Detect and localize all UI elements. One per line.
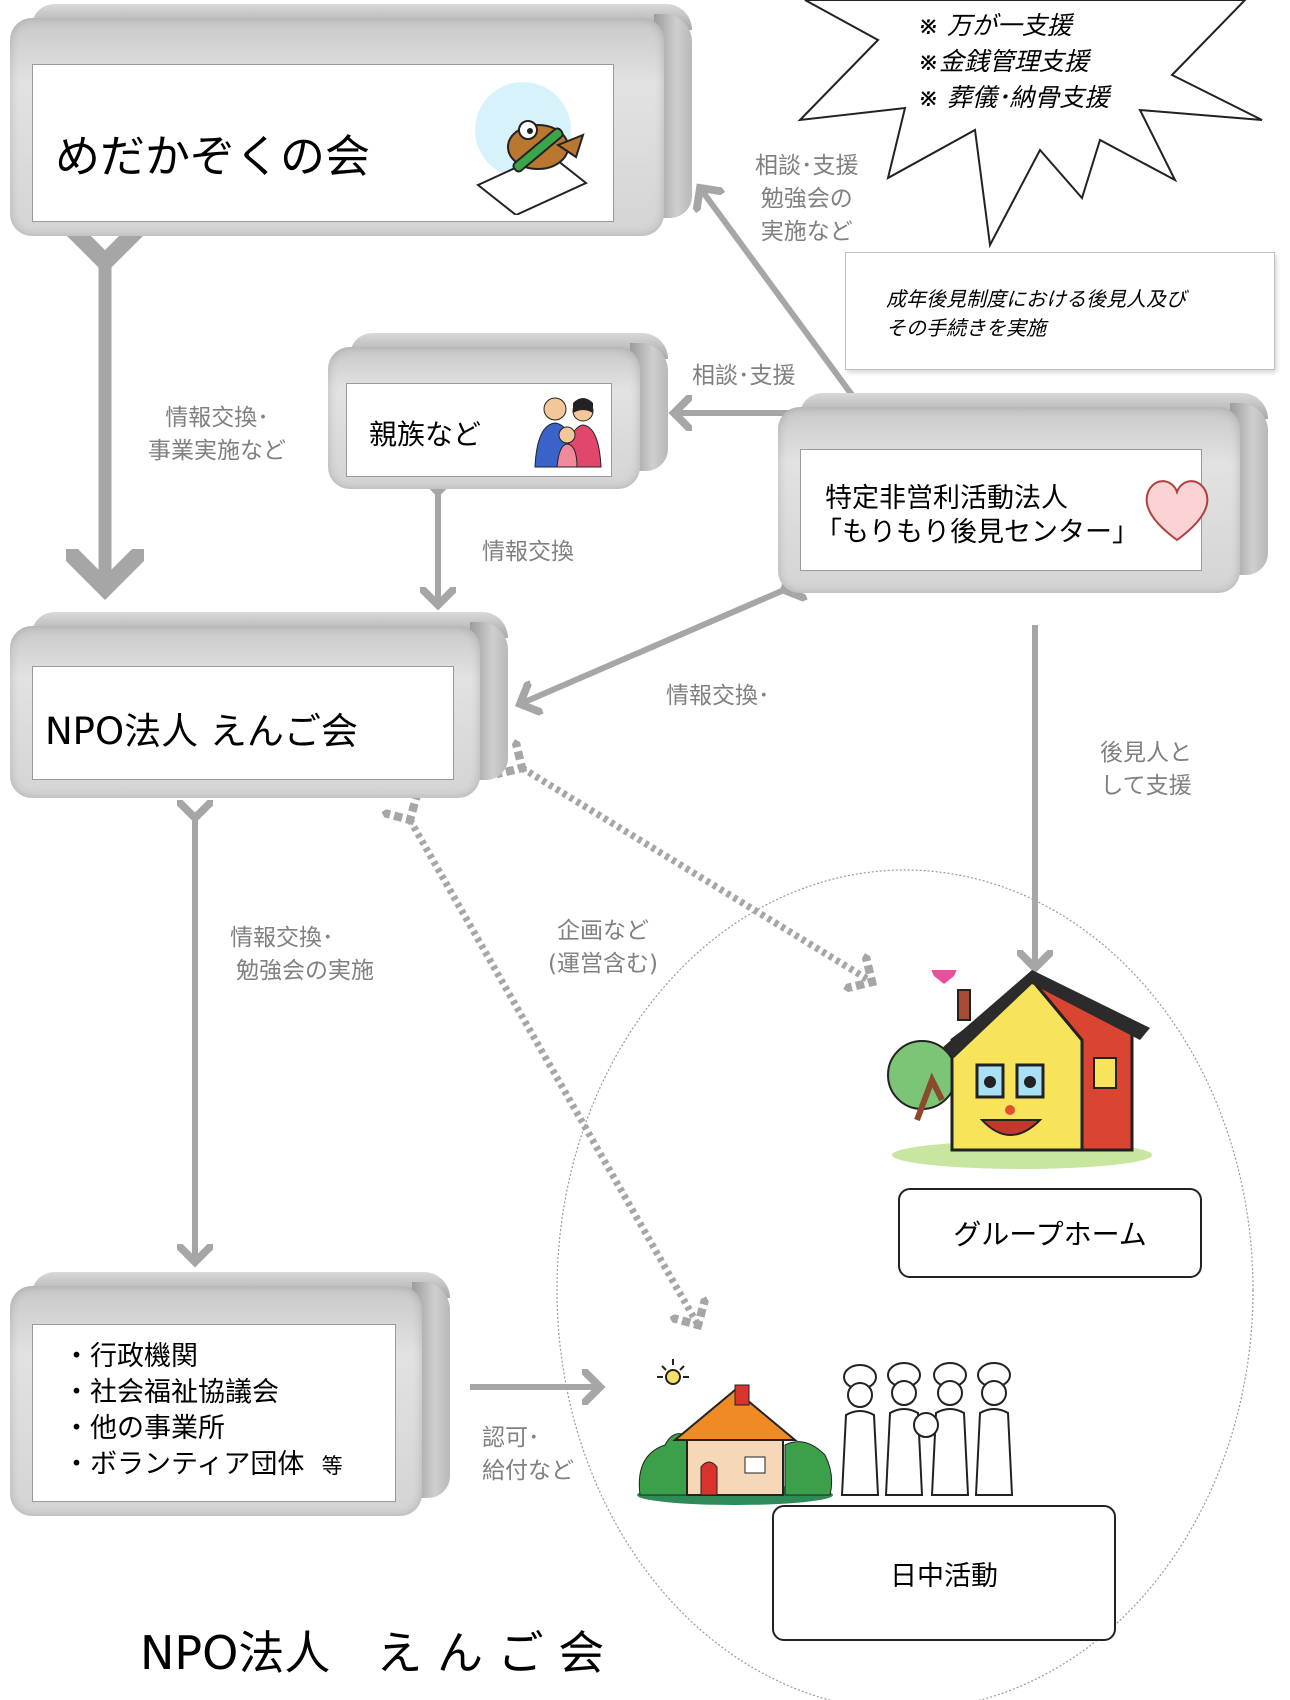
note-card-line: 成年後見制度における後見人及び	[886, 287, 1186, 311]
label-line: して支援	[1100, 773, 1192, 799]
label-line: 情報交換･	[165, 405, 269, 431]
fish-writer-icon	[475, 82, 588, 215]
group-home-label-box: グループホーム	[898, 1188, 1202, 1278]
engo-title: NPO法人 えんご会	[45, 710, 358, 753]
engo-box: NPO法人 えんご会	[10, 612, 508, 798]
orgs-item: ・他の事業所	[63, 1413, 225, 1444]
label-line: 相談･支援	[755, 153, 859, 179]
daytime-label-box: 日中活動	[772, 1505, 1116, 1641]
label-line: 給付など	[482, 1458, 574, 1484]
note-card-line: その手続きを実施	[886, 316, 1046, 340]
label-approval: 認可･ 給付など	[482, 1422, 574, 1488]
family-icon	[534, 397, 602, 468]
group-home-label: グループホーム	[953, 1218, 1147, 1251]
relatives-box: 親族など	[328, 333, 668, 489]
relatives-label: 親族など	[369, 418, 482, 451]
arrow-center-engo	[520, 590, 784, 704]
dotted-arrow-engo-daytime	[410, 820, 698, 1325]
starburst-text: ※ 万が一支援 ※金銭管理支援 ※ 葬儀･納骨支援	[918, 8, 1109, 116]
daytime-house-icon	[637, 1359, 833, 1505]
label-line: 後見人と	[1100, 740, 1192, 766]
label-guardian: 後見人と して支援	[1100, 737, 1192, 803]
heart-icon	[1145, 480, 1209, 542]
medaka-box: めだかぞくの会	[10, 4, 692, 236]
label-consult: 相談･支援	[692, 363, 796, 389]
label-line: 勉強会の実施	[236, 958, 374, 984]
starburst-item: ※金銭管理支援	[918, 47, 1089, 76]
group-home-house-icon	[887, 970, 1152, 1169]
center-box: 特定非営利活動法人 「もりもり後見センター」	[778, 393, 1268, 593]
label-line: 情報交換･	[230, 925, 334, 951]
note-card: 成年後見制度における後見人及び その手続きを実施	[845, 252, 1275, 370]
label-line: 事業実施など	[148, 438, 286, 464]
label-line: 勉強会の	[760, 186, 853, 212]
orgs-item: ・行政機関	[63, 1341, 198, 1372]
label-line: 認可･	[482, 1425, 540, 1451]
daytime-label: 日中活動	[890, 1560, 998, 1592]
starburst-item: ※ 万が一支援	[918, 11, 1072, 40]
label-planning: 企画など (運営含む)	[548, 915, 658, 981]
starburst-shape	[797, 0, 1263, 249]
orgs-list: ・行政機関 ・社会福祉協議会 ・他の事業所 ・ボランティア団体 等	[63, 1339, 343, 1484]
label-consult-study: 相談･支援 勉強会の 実施など	[755, 150, 859, 249]
label-info-exchange-dot: 情報交換･	[666, 683, 770, 709]
label-info-exchange: 情報交換	[482, 539, 574, 565]
orgs-item-last: ・ボランティア団体 等	[63, 1447, 343, 1484]
label-line: (運営含む)	[548, 951, 658, 977]
label-line: 実施など	[760, 219, 853, 245]
cooks-icon	[840, 1362, 1014, 1496]
orgs-box: ・行政機関 ・社会福祉協議会 ・他の事業所 ・ボランティア団体 等	[10, 1272, 450, 1516]
orgs-item: ・社会福祉協議会	[63, 1377, 279, 1408]
orgs-item: ・ボランティア団体	[63, 1449, 305, 1480]
center-line2: 「もりもり後見センター」	[815, 517, 1139, 548]
starburst-item: ※ 葬儀･納骨支援	[918, 83, 1110, 112]
arrow-center-medaka	[700, 188, 855, 397]
label-line: 企画など	[556, 918, 649, 944]
label-info-study: 情報交換･ 勉強会の実施	[230, 922, 374, 988]
label-info-exchange-business: 情報交換･ 事業実施など	[148, 402, 286, 468]
medaka-title: めだかぞくの会	[55, 130, 371, 183]
orgs-suffix: 等	[321, 1454, 343, 1478]
page-title: NPO法人 え ん ご 会	[140, 1626, 605, 1680]
center-line1: 特定非営利活動法人	[825, 483, 1068, 514]
